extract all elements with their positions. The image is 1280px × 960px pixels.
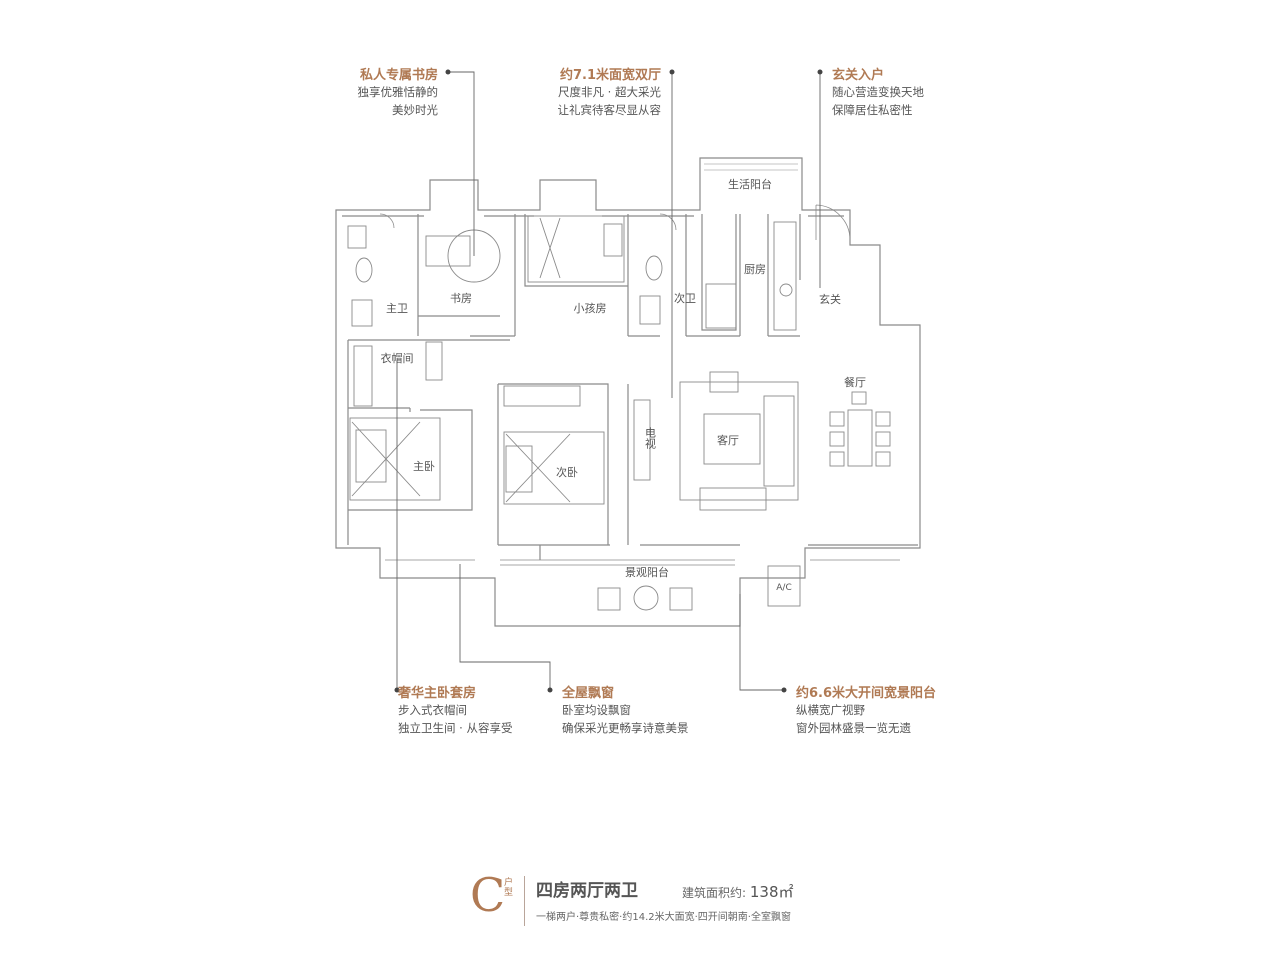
door-arcs xyxy=(379,204,851,241)
callout-living-line-1: 尺度非凡 · 超大采光 xyxy=(558,85,661,99)
room-tv: 电视 xyxy=(644,427,657,449)
room-foyer: 玄关 xyxy=(819,292,841,306)
room-view-balcony: 景观阳台 xyxy=(625,565,669,579)
callout-balcony: 约6.6米大开间宽景阳台 纵横宽广视野 窗外园林盛景一览无遗 xyxy=(796,682,936,737)
callout-study-line-2: 美妙时光 xyxy=(392,103,438,117)
callout-master-title: 奢华主卧套房 xyxy=(398,686,477,701)
callout-study-line-1: 独享优雅恬静的 xyxy=(357,85,439,99)
footer-area: 建筑面积约: 138㎡ xyxy=(682,881,794,902)
callout-balcony-title: 约6.6米大开间宽景阳台 xyxy=(796,686,937,701)
outer-wall xyxy=(335,157,921,627)
callout-master: 奢华主卧套房 步入式衣帽间 独立卫生间 · 从容享受 xyxy=(398,682,512,737)
leader-balcony xyxy=(739,594,784,691)
callout-window-title: 全屋飘窗 xyxy=(562,686,615,701)
callout-entrance-line-2: 保障居住私密性 xyxy=(832,103,913,117)
room-second-bath: 次卫 xyxy=(674,291,696,305)
leader-study xyxy=(448,71,475,256)
callout-entrance: 玄关入户 随心营造变换天地 保障居住私密性 xyxy=(832,64,924,119)
footer-area-value: 138㎡ xyxy=(749,883,794,901)
callout-window-line-1: 卧室均设飘窗 xyxy=(562,703,631,717)
callout-living: 约7.1米面宽双厅 尺度非凡 · 超大采光 让礼宾待客尽显从容 xyxy=(558,64,662,119)
room-kitchen: 厨房 xyxy=(744,263,766,276)
footer-divider xyxy=(524,876,525,926)
callout-window: 全屋飘窗 卧室均设飘窗 确保采光更畅享诗意美景 xyxy=(562,682,689,737)
callout-balcony-line-2: 窗外园林盛景一览无遗 xyxy=(796,721,911,735)
callout-master-line-1: 步入式衣帽间 xyxy=(398,703,467,717)
room-dining: 餐厅 xyxy=(844,375,866,389)
room-master-bath: 主卫 xyxy=(386,302,408,315)
leader-window xyxy=(459,564,551,690)
callout-master-line-2: 独立卫生间 · 从容享受 xyxy=(398,721,513,735)
callout-entrance-line-1: 随心营造变换天地 xyxy=(832,85,924,99)
room-living: 客厅 xyxy=(717,433,739,447)
footer: C 户型 四房两厅两卫 建筑面积约: 138㎡ 一梯两户·尊贵私密·约14.2米… xyxy=(470,868,830,932)
room-kids: 小孩房 xyxy=(574,302,607,315)
callout-living-title: 约7.1米面宽双厅 xyxy=(559,68,661,83)
footer-layout: 四房两厅两卫 xyxy=(536,881,638,901)
callout-entrance-title: 玄关入户 xyxy=(832,68,885,83)
callout-balcony-line-1: 纵横宽广视野 xyxy=(796,703,865,717)
footer-area-label: 建筑面积约: xyxy=(682,886,747,900)
footer-tagline: 一梯两户·尊贵私密·约14.2米大面宽·四开间朝南·全室飘窗 xyxy=(536,912,791,923)
footer-house-type: 户型 xyxy=(504,878,514,898)
room-study: 书房 xyxy=(450,292,472,305)
room-ac: A/C xyxy=(776,583,791,593)
room-life-balcony: 生活阳台 xyxy=(728,177,772,191)
room-second-bed: 次卧 xyxy=(556,465,578,479)
callout-window-line-2: 确保采光更畅享诗意美景 xyxy=(562,721,689,735)
room-master-bed: 主卧 xyxy=(413,460,435,473)
callout-living-line-2: 让礼宾待客尽显从容 xyxy=(557,103,662,117)
room-closet: 衣帽间 xyxy=(381,351,414,365)
interior-walls xyxy=(347,214,918,560)
footer-letter: C xyxy=(470,868,506,922)
callout-study-title: 私人专属书房 xyxy=(359,68,438,83)
callout-study: 私人专属书房 独享优雅恬静的 美妙时光 xyxy=(358,64,439,119)
